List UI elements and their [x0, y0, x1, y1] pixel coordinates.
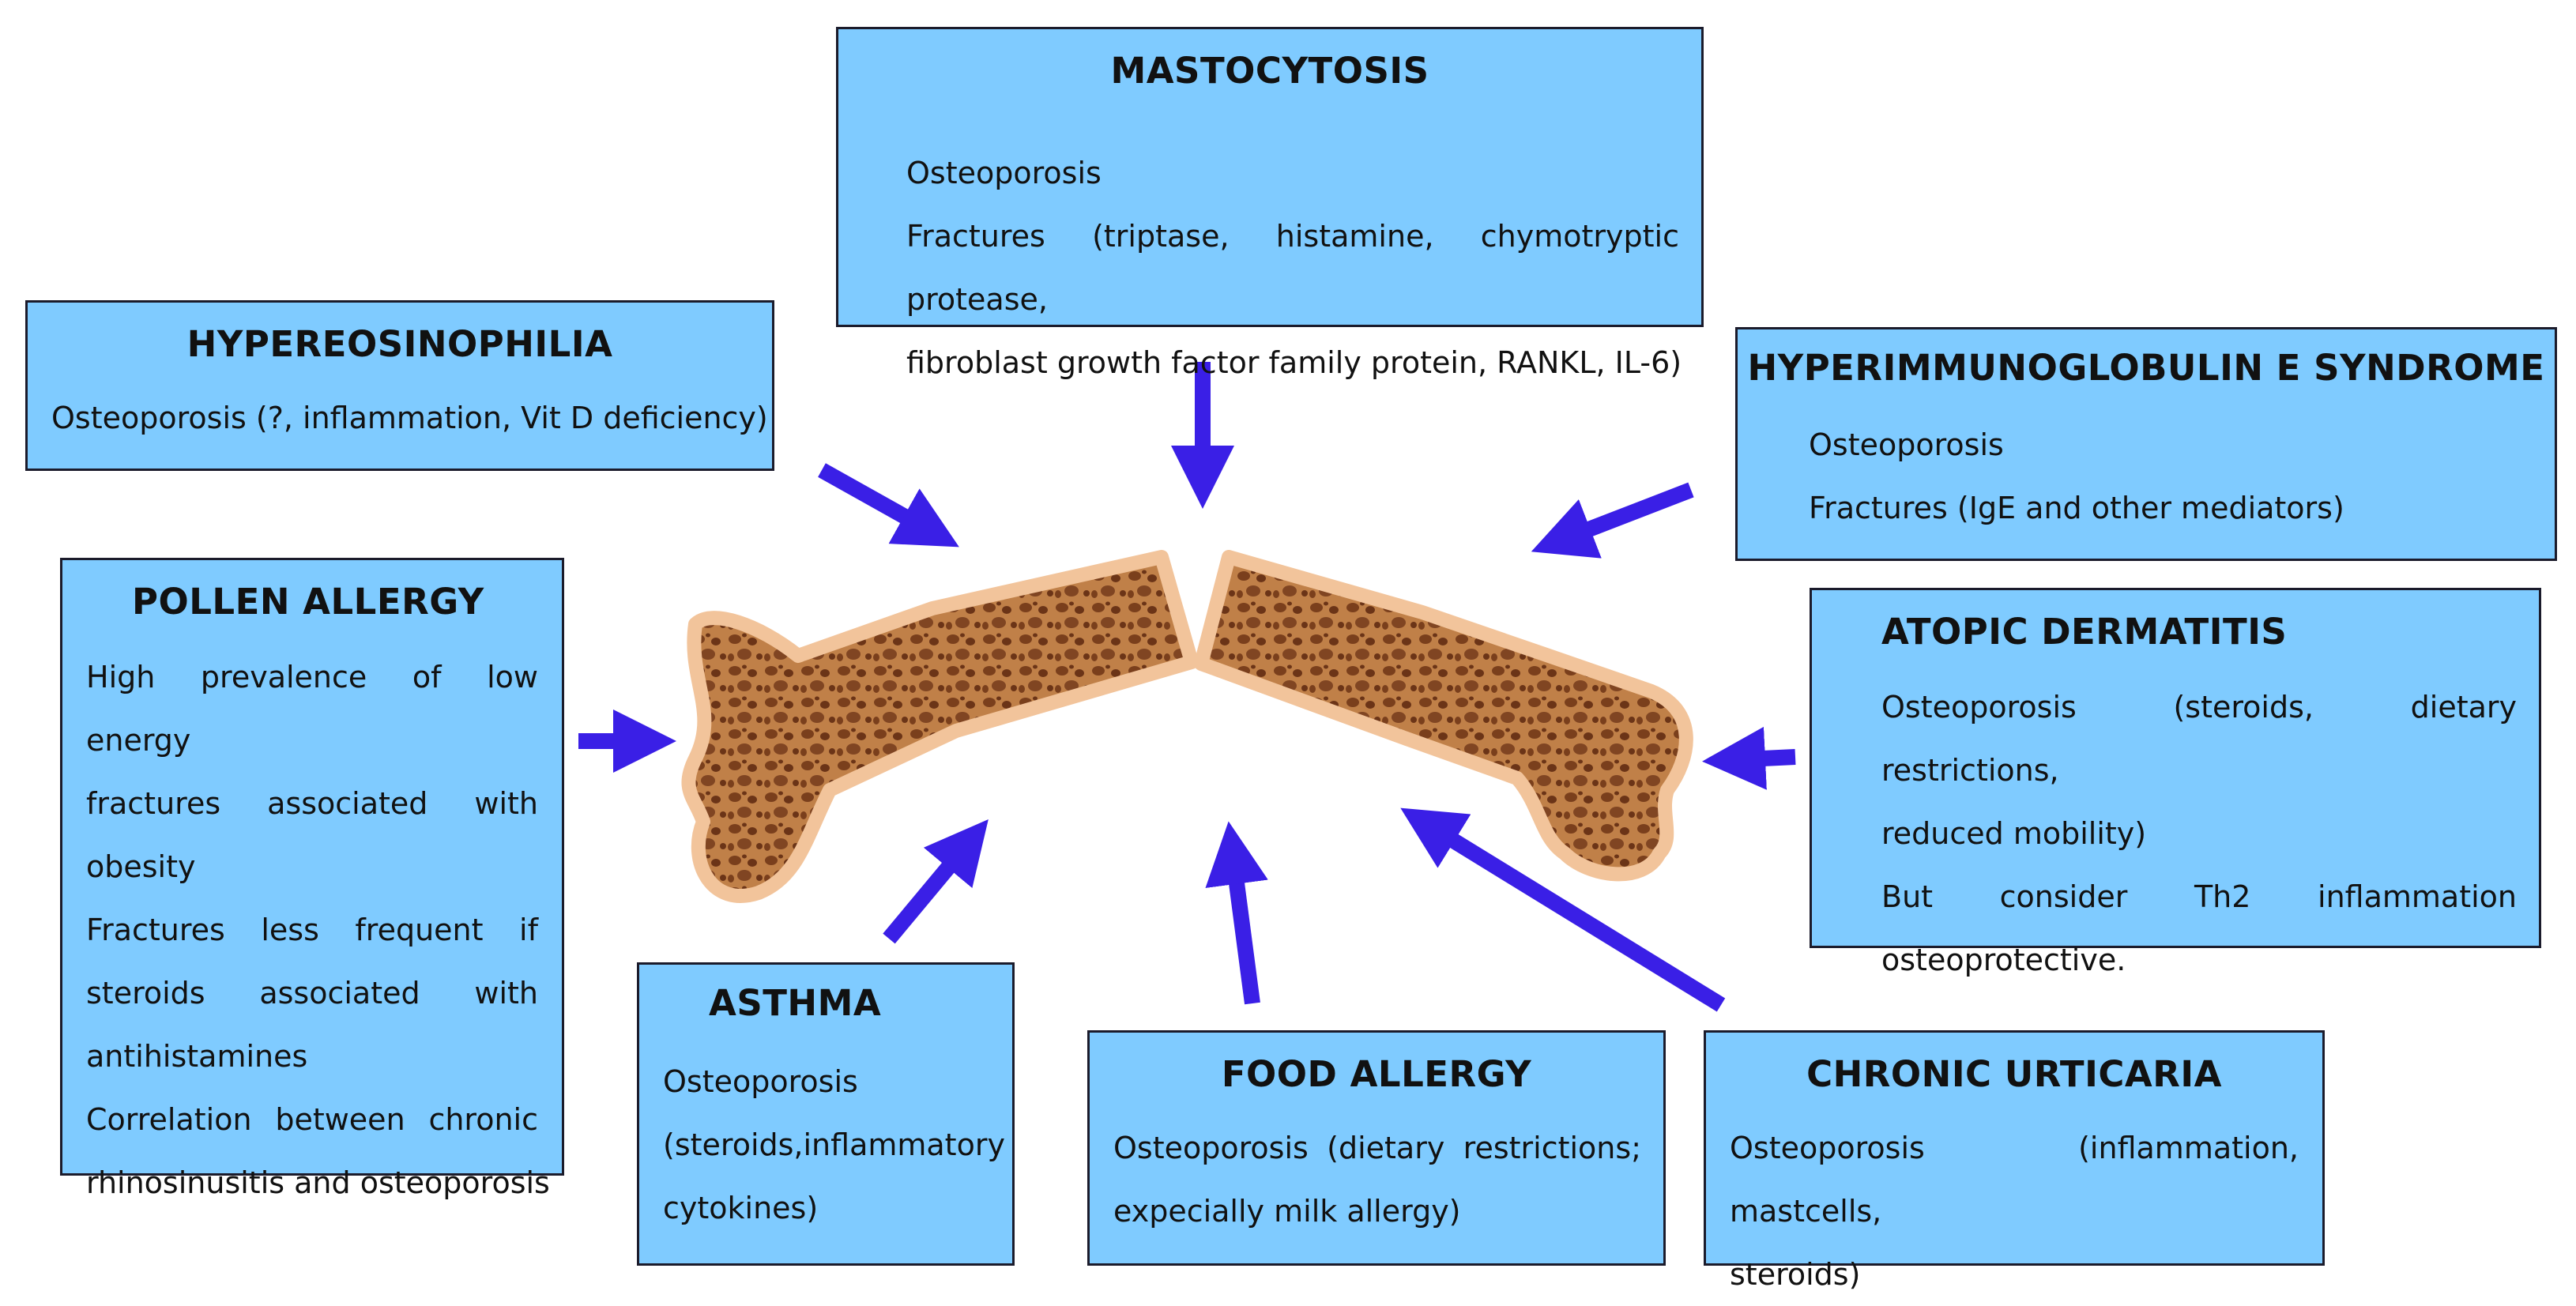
mastocytosis-line: Fractures (triptase, histamine, chymotry… [906, 219, 1679, 317]
broken-bone-icon [681, 550, 1693, 903]
asthma-line: cytokines) [663, 1191, 819, 1225]
hypereosinophilia-title: HYPEREOSINOPHILIA [186, 323, 613, 365]
asthma-line: (steroids,inflammatory [663, 1127, 1005, 1162]
arrow-icon [1400, 807, 1726, 1012]
hyperimmunoglobulin-box: HYPERIMMUNOGLOBULIN E SYNDROME Osteoporo… [1735, 327, 2557, 561]
chronic-urticaria-box: CHRONIC URTICARIA Osteoporosis (inflamma… [1704, 1030, 2325, 1292]
pollen-allergy-line: Correlation between chronic [86, 1102, 538, 1137]
food-allergy-line: Osteoporosis (dietary restrictions; [1113, 1131, 1641, 1165]
food-allergy-box: FOOD ALLERGY Osteoporosis (dietary restr… [1087, 1030, 1666, 1266]
atopic-dermatitis-line: osteoprotective. [1881, 943, 2126, 977]
pollen-allergy-line: antihistamines [86, 1039, 308, 1074]
atopic-dermatitis-title: ATOPIC DERMATITIS [1881, 611, 2288, 653]
asthma-title: ASTHMA [709, 982, 882, 1024]
arrows [578, 362, 1796, 1012]
hyperimmunoglobulin-title: HYPERIMMUNOGLOBULIN E SYNDROME [1747, 347, 2545, 389]
atopic-dermatitis-line: But consider Th2 inflammation [1881, 879, 2517, 914]
pollen-allergy-box: POLLEN ALLERGY High prevalence of low en… [60, 558, 564, 1200]
mastocytosis-box: MASTOCYTOSIS Osteoporosis Fractures (tri… [836, 27, 1704, 380]
mastocytosis-title: MASTOCYTOSIS [1110, 50, 1429, 92]
asthma-box: ASTHMA Osteoporosis (steroids,inflammato… [637, 962, 1015, 1266]
chronic-urticaria-line: steroids) [1730, 1257, 1861, 1292]
pollen-allergy-line: fractures associated with [86, 786, 538, 821]
atopic-dermatitis-line: Osteoporosis (steroids, dietary restrict… [1881, 690, 2517, 788]
atopic-dermatitis-box: ATOPIC DERMATITIS Osteoporosis (steroids… [1810, 588, 2541, 977]
hyperimmunoglobulin-line: Fractures (IgE and other mediators) [1809, 491, 2344, 525]
chronic-urticaria-title: CHRONIC URTICARIA [1806, 1053, 2222, 1095]
pollen-allergy-line: rhinosinusitis and osteoporosis [86, 1165, 550, 1200]
chronic-urticaria-line: Osteoporosis (inflammation, mastcells, [1730, 1131, 2299, 1229]
arrow-icon [1531, 482, 1694, 559]
arrow-icon [883, 819, 989, 944]
hypereosinophilia-box: HYPEREOSINOPHILIA Osteoporosis (?, infla… [25, 300, 774, 471]
pollen-allergy-line: High prevalence of low energy [86, 660, 538, 758]
bone-left-fragment [681, 550, 1199, 903]
pollen-allergy-title: POLLEN ALLERGY [132, 581, 484, 623]
hypereosinophilia-line: Osteoporosis (?, inflammation, Vit D def… [51, 401, 768, 435]
pollen-allergy-line: steroids associated with [86, 976, 538, 1011]
bone-right-fragment [1194, 550, 1693, 882]
pollen-allergy-line: Fractures less frequent if [86, 913, 538, 947]
arrow-icon [818, 463, 959, 548]
arrow-icon [1702, 726, 1796, 790]
mastocytosis-line: Osteoporosis [906, 156, 1102, 190]
pollen-allergy-line: obesity [86, 849, 196, 884]
hyperimmunoglobulin-line: Osteoporosis [1809, 427, 2004, 462]
arrow-icon [1205, 821, 1268, 1005]
food-allergy-line: expecially milk allergy) [1113, 1194, 1461, 1229]
atopic-dermatitis-line: reduced mobility) [1881, 816, 2147, 851]
food-allergy-title: FOOD ALLERGY [1221, 1053, 1532, 1095]
asthma-line: Osteoporosis [663, 1064, 858, 1099]
mastocytosis-line: fibroblast growth factor family protein,… [906, 345, 1682, 380]
